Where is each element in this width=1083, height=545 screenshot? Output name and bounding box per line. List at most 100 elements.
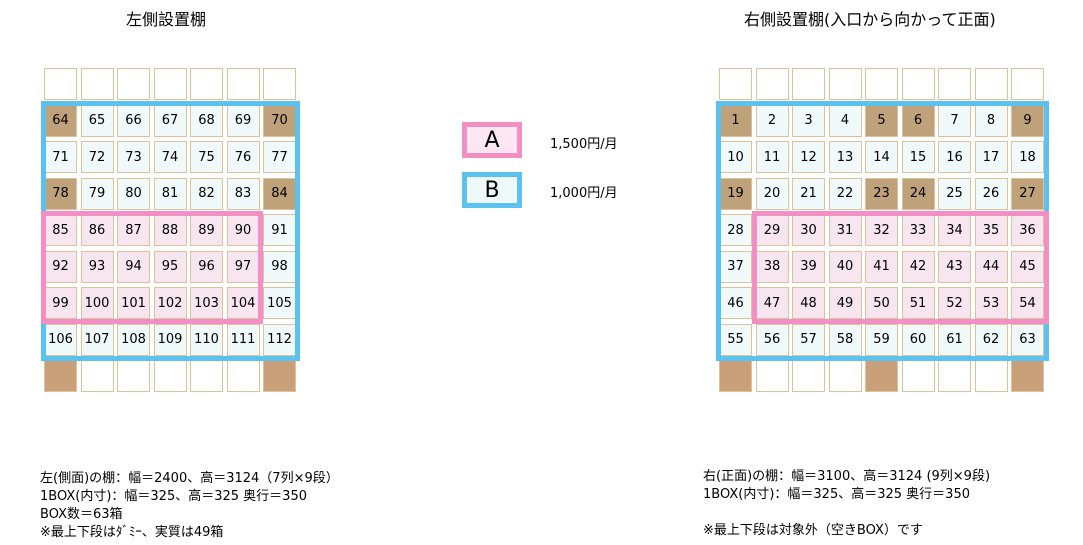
box-cell: 86	[80, 214, 114, 246]
box-cell: 40	[828, 250, 862, 283]
box-cell: 22	[828, 177, 862, 210]
box-cell: 9	[1011, 104, 1044, 137]
box-cell: 51	[901, 287, 935, 319]
dummy-box	[865, 360, 898, 392]
box-cell: 20	[755, 177, 789, 210]
box-cell: 80	[117, 177, 150, 210]
left-note-line: ※最上下段はﾀﾞﾐｰ、実質は49箱	[40, 525, 224, 540]
dummy-box	[1011, 68, 1044, 100]
box-cell: 18	[1011, 141, 1044, 173]
box-cell: 89	[190, 214, 223, 246]
left-note-line: BOX数＝63箱	[40, 507, 123, 522]
box-cell: 79	[80, 177, 114, 210]
box-cell: 21	[792, 177, 825, 210]
dummy-box	[190, 68, 223, 100]
right-note-spacer	[703, 504, 990, 522]
box-cell: 85	[44, 214, 77, 246]
box-cell: 65	[80, 104, 114, 137]
box-cell: 34	[938, 214, 971, 246]
box-cell: 49	[828, 287, 862, 319]
box-cell: 42	[901, 250, 935, 283]
box-cell: 46	[719, 287, 752, 319]
dummy-box	[44, 68, 77, 100]
box-cell: 101	[117, 287, 150, 319]
box-cell: 111	[226, 323, 260, 356]
box-cell: 93	[80, 250, 114, 283]
box-cell: 110	[190, 323, 223, 356]
box-cell: 108	[117, 323, 150, 356]
box-cell: 41	[865, 250, 898, 283]
box-cell: 30	[792, 214, 825, 246]
box-cell: 106	[44, 323, 77, 356]
box-cell: 47	[755, 287, 789, 319]
dummy-box	[263, 68, 296, 100]
box-cell: 105	[263, 287, 296, 319]
box-cell: 10	[719, 141, 752, 173]
box-cell: 50	[865, 287, 898, 319]
box-cell: 73	[117, 141, 150, 173]
dummy-box	[901, 68, 935, 100]
legend-b-price: 1,000円/月	[550, 186, 618, 201]
right-shelf-title: 右側設置棚(入口から向かって正面)	[744, 10, 996, 29]
box-cell: 87	[117, 214, 150, 246]
right-shelf-notes: 右(正面)の棚：幅＝3100、高＝3124 (9列×9段) 1BOX(内寸)：幅…	[703, 468, 990, 540]
box-cell: 5	[865, 104, 898, 137]
dummy-box	[865, 68, 898, 100]
box-cell: 1	[719, 104, 752, 137]
box-cell: 61	[938, 323, 971, 356]
dummy-box	[153, 68, 187, 100]
box-cell: 38	[755, 250, 789, 283]
box-cell: 104	[226, 287, 260, 319]
legend-a-price: 1,500円/月	[550, 137, 618, 152]
box-cell: 63	[1011, 323, 1044, 356]
dummy-box	[828, 68, 862, 100]
box-cell: 43	[938, 250, 971, 283]
box-cell: 84	[263, 177, 296, 210]
box-cell: 4	[828, 104, 862, 137]
dummy-box	[80, 360, 114, 392]
dummy-box	[755, 68, 789, 100]
box-cell: 75	[190, 141, 223, 173]
box-cell: 57	[792, 323, 825, 356]
box-cell: 11	[755, 141, 789, 173]
box-cell: 13	[828, 141, 862, 173]
box-cell: 26	[974, 177, 1008, 210]
box-cell: 90	[226, 214, 260, 246]
left-note-line: 1BOX(内寸)：幅＝325、高＝325 奥行＝350	[40, 489, 307, 504]
dummy-box	[153, 360, 187, 392]
legend-a-box: A	[462, 122, 522, 158]
box-cell: 55	[719, 323, 752, 356]
box-cell: 58	[828, 323, 862, 356]
box-cell: 100	[80, 287, 114, 319]
box-cell: 35	[974, 214, 1008, 246]
box-cell: 83	[226, 177, 260, 210]
legend-b-box: B	[462, 172, 522, 208]
box-cell: 67	[153, 104, 187, 137]
dummy-box	[792, 68, 825, 100]
box-cell: 88	[153, 214, 187, 246]
box-cell: 62	[974, 323, 1008, 356]
dummy-box	[719, 68, 752, 100]
box-cell: 107	[80, 323, 114, 356]
right-note-line: 右(正面)の棚：幅＝3100、高＝3124 (9列×9段)	[703, 469, 991, 484]
box-cell: 32	[865, 214, 898, 246]
box-cell: 64	[44, 104, 77, 137]
box-cell: 99	[44, 287, 77, 319]
box-cell: 44	[974, 250, 1008, 283]
box-cell: 7	[938, 104, 971, 137]
dummy-box	[901, 360, 935, 392]
legend-b-label: B	[484, 177, 500, 203]
box-cell: 33	[901, 214, 935, 246]
box-cell: 3	[792, 104, 825, 137]
box-cell: 81	[153, 177, 187, 210]
box-cell: 96	[190, 250, 223, 283]
box-cell: 103	[190, 287, 223, 319]
box-cell: 52	[938, 287, 971, 319]
box-cell: 69	[226, 104, 260, 137]
box-cell: 70	[263, 104, 296, 137]
box-cell: 29	[755, 214, 789, 246]
box-cell: 82	[190, 177, 223, 210]
box-cell: 95	[153, 250, 187, 283]
box-cell: 102	[153, 287, 187, 319]
